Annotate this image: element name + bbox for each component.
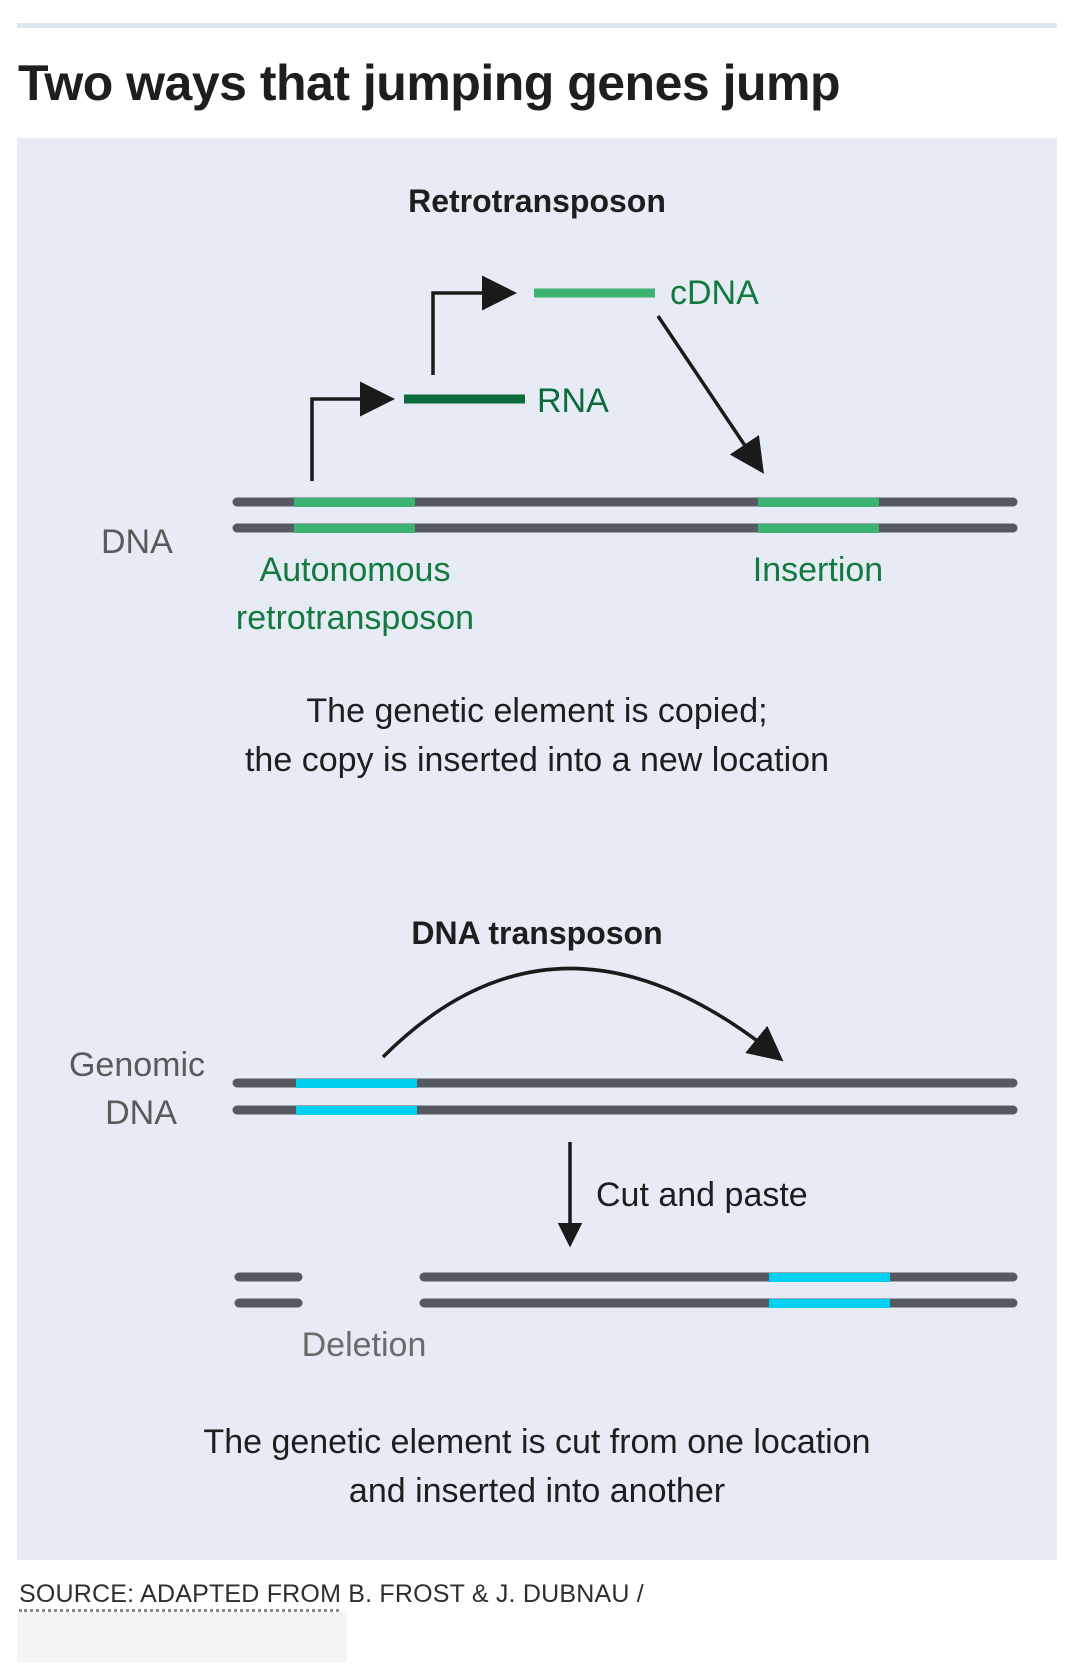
jump-arc-arrow <box>381 966 784 1062</box>
autonomous-segment-top <box>294 498 415 507</box>
deletion-label: Deletion <box>302 1326 427 1364</box>
insertion-segment-bottom <box>758 524 879 533</box>
source-fade <box>17 1612 347 1662</box>
top-rule <box>17 23 1057 28</box>
page-title: Two ways that jumping genes jump <box>18 55 841 111</box>
genomic-dna-strands <box>232 1078 1018 1115</box>
source-underline <box>19 1609 339 1612</box>
retrotransposon-heading: Retrotransposon <box>408 183 666 219</box>
result-dna-strands <box>234 1272 1018 1308</box>
retro-caption-line2: the copy is inserted into a new location <box>245 741 829 779</box>
source-credit: SOURCE: ADAPTED FROM B. FROST & J. DUBNA… <box>19 1580 644 1608</box>
cut-paste-label: Cut and paste <box>596 1176 808 1214</box>
rna-label: RNA <box>537 382 609 420</box>
dna-transposon-heading: DNA transposon <box>411 915 662 951</box>
transcription-arrow <box>310 381 395 481</box>
insertion-arrow <box>656 315 764 474</box>
insertion-segment-top <box>758 498 879 507</box>
genomic-label-line2: DNA <box>105 1094 177 1132</box>
transposon-segment-bottom <box>296 1106 417 1115</box>
transposon-segment-top <box>296 1079 417 1088</box>
autonomous-segment-bottom <box>294 524 415 533</box>
dna-label: DNA <box>101 523 173 561</box>
diagram-panel <box>17 138 1057 1560</box>
retro-caption-line1: The genetic element is copied; <box>306 692 767 730</box>
cdna-label: cDNA <box>670 274 759 312</box>
autonomous-label-line1: Autonomous <box>260 551 451 589</box>
dna-caption-line2: and inserted into another <box>349 1472 725 1510</box>
inserted-segment-bottom <box>769 1299 890 1308</box>
genomic-label-line1: Genomic <box>69 1046 205 1084</box>
insertion-label: Insertion <box>753 551 883 589</box>
dna-caption-line1: The genetic element is cut from one loca… <box>203 1423 870 1461</box>
inserted-segment-top <box>769 1273 890 1282</box>
reverse-transcription-arrow <box>431 275 517 375</box>
retro-dna-strands <box>232 497 1018 533</box>
autonomous-label-line2: retrotransposon <box>236 599 474 637</box>
